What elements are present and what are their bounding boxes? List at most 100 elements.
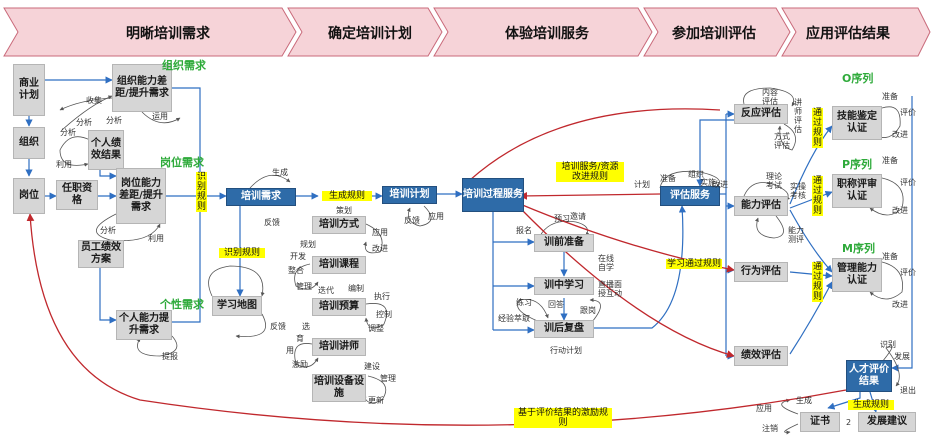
node-training-plan[interactable]: 培训计划 xyxy=(382,186,437,204)
loop-org-analyze xyxy=(61,95,113,131)
node-training-budget[interactable]: 培训预算 xyxy=(312,298,366,316)
loop-post-follow xyxy=(589,298,601,323)
lbl-build: 建设 xyxy=(364,362,380,371)
lbl-apply-cert: 应用 xyxy=(756,404,772,413)
lbl-collect: 收集 xyxy=(86,96,102,105)
lbl-use-3: 用 xyxy=(286,346,294,355)
phase-title-4: 参加培训评估 xyxy=(672,26,756,42)
node-business-plan[interactable]: 商业计划 xyxy=(13,64,45,116)
node-job-qualification[interactable]: 任职资格 xyxy=(56,180,98,210)
label-org-needs: 组织需求 xyxy=(162,59,206,72)
node-training-course[interactable]: 培训课程 xyxy=(312,256,366,274)
node-evaluation-service[interactable]: 评估服务 xyxy=(660,186,720,206)
lbl-feedback-2: 反馈 xyxy=(404,216,420,225)
label-indiv-needs: 个性需求 xyxy=(160,298,204,311)
phase-title-2: 确定培训计划 xyxy=(328,26,412,42)
loop-reaction-b xyxy=(777,123,796,151)
lbl-eval-o: 评价 xyxy=(900,108,916,117)
lbl-improve-1: 改进 xyxy=(372,244,388,253)
node-personal-results[interactable]: 个人绩效结果 xyxy=(88,130,124,170)
lbl-answer: 回答 xyxy=(548,300,564,309)
lbl-use-1: 利用 xyxy=(56,160,72,169)
highlight-generate-rule: 生成规则 xyxy=(322,191,372,201)
lbl-generate-1: 生成 xyxy=(272,168,288,177)
lbl-generate-2: 生成 xyxy=(796,396,812,405)
node-employee-plan[interactable]: 员工绩效方案 xyxy=(78,240,124,268)
node-position-gap[interactable]: 岗位能力差距/提升需求 xyxy=(116,168,166,224)
lbl-invite: 邀请 xyxy=(570,212,586,221)
node-training-lecturer[interactable]: 培训讲师 xyxy=(312,338,366,356)
node-position[interactable]: 岗位 xyxy=(13,178,45,214)
red-evalsvc-process xyxy=(519,192,661,200)
highlight-service-rule: 培训服务/资源改进规则 xyxy=(556,162,624,182)
node-training-method[interactable]: 培训方式 xyxy=(312,216,366,234)
red-connectors xyxy=(26,108,847,426)
lbl-execute: 执行 xyxy=(374,292,390,301)
lbl-prepare-m: 准备 xyxy=(882,252,898,261)
lbl-online: 在线自学 xyxy=(598,254,614,272)
phase-chevron-2 xyxy=(287,7,443,57)
loop-talent xyxy=(881,345,900,387)
node-personal-gap[interactable]: 个人能力提升需求 xyxy=(116,310,172,340)
node-learning-map[interactable]: 学习地图 xyxy=(212,296,262,316)
red-incentive-loop xyxy=(26,213,847,426)
label-o-series: O序列 xyxy=(842,72,874,85)
phase-chevron-3 xyxy=(433,7,653,57)
lbl-practical: 实操考核 xyxy=(790,182,806,200)
label-post-needs: 岗位需求 xyxy=(160,156,204,169)
node-post-training[interactable]: 训后复盘 xyxy=(534,320,594,338)
lbl-num-2: 2 xyxy=(846,418,852,427)
loop-reaction xyxy=(743,87,796,107)
lbl-implement: 实施 xyxy=(700,178,716,187)
highlight-learn-pass: 学习通过规则 xyxy=(666,259,722,269)
loop-budget xyxy=(364,303,388,329)
conn-personal-needs xyxy=(172,204,201,323)
loop-mgmt xyxy=(869,261,903,300)
lbl-report-2: 报名 xyxy=(516,226,532,235)
loop-personal-report xyxy=(136,335,178,357)
lbl-prepare-p: 准备 xyxy=(882,156,898,165)
lbl-manage-2: 管理 xyxy=(380,374,396,383)
conn-results-posgap xyxy=(99,170,117,180)
node-development-advice[interactable]: 发展建议 xyxy=(858,412,916,432)
phase-banner xyxy=(3,7,931,57)
conn-orggap-needs xyxy=(172,87,201,188)
phase-chevron-1 xyxy=(3,7,297,57)
lbl-improve-m: 改进 xyxy=(892,300,908,309)
node-reaction-eval[interactable]: 反应评估 xyxy=(734,104,788,124)
loop-needs xyxy=(249,174,291,189)
node-title-cert[interactable]: 职称评审认证 xyxy=(832,174,882,208)
node-organization[interactable]: 组织 xyxy=(13,127,45,159)
lbl-analyze-post: 分析 xyxy=(100,226,116,235)
loop-ability-b xyxy=(754,215,784,239)
node-behavior-eval[interactable]: 行为评估 xyxy=(734,262,788,282)
node-in-training[interactable]: 训中学习 xyxy=(534,277,594,295)
lbl-develop: 开发 xyxy=(290,252,306,261)
node-skill-cert[interactable]: 技能鉴定认证 xyxy=(832,106,882,140)
node-pre-training[interactable]: 训前准备 xyxy=(534,234,594,252)
node-performance-eval[interactable]: 绩效评估 xyxy=(734,346,788,366)
loop-lecturer xyxy=(294,343,319,368)
conn-ability-title xyxy=(789,190,833,209)
conn-post-eval xyxy=(594,205,687,329)
lbl-live: 直播面授互动 xyxy=(598,280,622,298)
lbl-develop-2: 发展 xyxy=(894,352,910,361)
node-mgmt-cert[interactable]: 管理能力认证 xyxy=(832,258,882,292)
node-org-gap[interactable]: 组织能力差距/提升需求 xyxy=(112,64,172,112)
node-certificate[interactable]: 证书 xyxy=(800,412,840,432)
lbl-lecturer-eval: 讲师评估 xyxy=(794,98,802,134)
loop-map-feedback xyxy=(235,313,267,339)
highlight-pass-2: 通过规则 xyxy=(812,176,823,216)
node-training-needs[interactable]: 培训需求 xyxy=(226,188,296,206)
highlight-pass-1: 通过规则 xyxy=(812,108,823,148)
node-training-process-service[interactable]: 培训过程服务 xyxy=(462,178,524,212)
loop-title xyxy=(869,177,904,216)
highlight-generate-rule-2: 生成规则 xyxy=(848,400,894,410)
loop-org-use xyxy=(141,111,181,124)
node-ability-eval[interactable]: 能力评估 xyxy=(734,196,788,216)
node-talent-eval[interactable]: 人才评价结果 xyxy=(846,360,892,392)
lbl-use-2: 利用 xyxy=(148,234,164,243)
lbl-apply-plan: 应用 xyxy=(428,212,444,221)
loop-ability xyxy=(743,182,790,201)
node-training-facility[interactable]: 培训设备设施 xyxy=(312,374,366,402)
